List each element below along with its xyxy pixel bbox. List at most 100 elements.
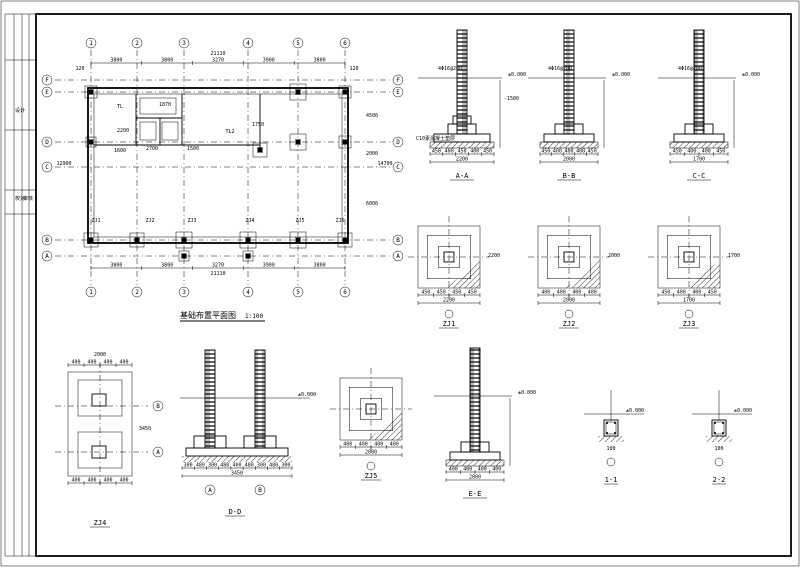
- plan-footing-pad: [289, 83, 307, 101]
- footing-step: [547, 235, 591, 279]
- plan-column: [342, 89, 348, 95]
- footing-side-dim: 2200: [488, 253, 500, 259]
- plan-axis-left-C-label: C: [45, 164, 49, 171]
- ft-ZJ2-dims-value: 400: [572, 290, 581, 296]
- plan-column-fill: [89, 90, 93, 94]
- section-elevation: ±0.000: [508, 72, 526, 78]
- zj4-lower-column: [91, 445, 107, 459]
- dd-dims-value: 400: [232, 463, 241, 469]
- beam-pad: [598, 436, 624, 442]
- zj4-top-dims-value: 400: [87, 360, 96, 366]
- section-column: [564, 30, 574, 134]
- ft-ZJ3-dims-value: 400: [677, 290, 686, 296]
- dd-dims-value: 480: [269, 463, 278, 469]
- section-footing-step: [673, 133, 725, 143]
- plan-member-label: 2700: [146, 146, 158, 152]
- plan-axis-right-E-label: E: [396, 89, 400, 96]
- plan-column: [257, 147, 263, 153]
- sec-CC-dims-value: 400: [687, 149, 696, 155]
- beam-rebar: [614, 422, 616, 424]
- plan-axis-top-6: [339, 37, 351, 49]
- dd-dims-value: 300: [184, 463, 193, 469]
- plan-bottom-bays-value: 3270: [212, 263, 224, 269]
- plan-top-bays-value: 3270: [212, 58, 224, 64]
- ft-ZJ2-dims-value: 400: [588, 290, 597, 296]
- plan-footing-pad: [129, 232, 145, 248]
- plan-column: [342, 139, 348, 145]
- plan-right-bay: 6000: [366, 201, 378, 207]
- footing-title: ZJ5: [365, 472, 378, 480]
- dd-axis-a: [204, 484, 216, 496]
- zj4-axis-a: [152, 446, 164, 458]
- plan-axis-right-F: [392, 74, 404, 86]
- sec-AA-dims-value: 450: [483, 149, 492, 155]
- zj4-axis-b: [152, 400, 164, 412]
- footing-rebar-quadrant: [445, 260, 480, 288]
- plan-axis-left-B-label: B: [45, 237, 49, 244]
- plan-bottom-bays-value: 3800: [314, 263, 326, 269]
- ft-ZJ5-dims-value: 400: [390, 442, 399, 448]
- plan-footing-pad: [338, 85, 352, 99]
- plan-axis-left-A-label: A: [45, 253, 49, 260]
- plan-axis-left-E: [41, 86, 53, 98]
- section-column: [457, 30, 467, 134]
- plan-column-fill: [343, 238, 347, 242]
- dd-title: D-D: [229, 508, 242, 516]
- footing-rebar-quadrant: [565, 260, 600, 288]
- zj4-top-dims-value: 400: [119, 360, 128, 366]
- section-footing-step: [543, 133, 595, 143]
- inner-frame: [35, 13, 792, 557]
- dd-pad: [182, 456, 292, 462]
- section-footing-step: [460, 441, 490, 453]
- dd-dims-value: 300: [281, 463, 290, 469]
- section-pad-outline: [429, 141, 495, 149]
- footing-side-dim: 2000: [608, 253, 620, 259]
- plan-axis-left-F: [41, 74, 53, 86]
- plan-axis-top-5-label: 5: [296, 40, 300, 47]
- ft-ZJ1-total-value: 2200: [443, 298, 455, 304]
- plan-axis-bottom-1: [85, 286, 97, 298]
- plan-column-fill: [296, 238, 300, 242]
- section-pad-outline: [539, 141, 599, 149]
- ft-ZJ2-dims-value: 400: [541, 290, 550, 296]
- section-pad-outline: [669, 141, 729, 149]
- plan-overall-bottom: 21110: [210, 271, 225, 277]
- plan-column-fill: [89, 238, 93, 242]
- plan-axis-bottom-2-label: 2: [135, 289, 139, 296]
- plan-axis-top-3-label: 3: [182, 40, 186, 47]
- plan-axis-right-C-label: C: [396, 164, 400, 171]
- section-pad: [670, 142, 728, 148]
- ft-ZJ2-total-value: 2000: [563, 298, 575, 304]
- section-pad: [430, 142, 494, 148]
- zj4-total: 2000: [94, 352, 106, 358]
- title-strip: 设计 校对 审核: [4, 13, 37, 557]
- footing-side-dim: 1700: [728, 253, 740, 259]
- plan-column: [245, 237, 251, 243]
- plan-column: [88, 139, 94, 145]
- plan-axis-bottom-5: [292, 286, 304, 298]
- titleblock-label-3: 审核: [23, 195, 33, 202]
- zj4-bottom-dims-value: 400: [71, 478, 80, 484]
- dd-dims-value: 300: [257, 463, 266, 469]
- plan-column-fill: [343, 140, 347, 144]
- sec-EE-dims-value: 400: [478, 467, 487, 473]
- dd-axis-b-label: B: [258, 487, 262, 494]
- section-column: [470, 348, 480, 452]
- plan-member-label: TL2: [225, 129, 234, 135]
- section-rebar-label: 4Φ16@200: [678, 66, 702, 72]
- section-rebar-label: 4Φ16@200: [438, 66, 462, 72]
- beam-rebar: [606, 432, 608, 434]
- plan-member-label: ZJ5: [295, 218, 304, 224]
- plan-column-fill: [135, 238, 139, 242]
- sec-EE-total-value: 2000: [469, 475, 481, 481]
- plan-footing-pad: [178, 250, 190, 262]
- plan-column: [88, 89, 94, 95]
- zj4-axis-a-label: A: [156, 449, 160, 456]
- plan-column-fill: [182, 238, 186, 242]
- beam-stirrup: [713, 421, 725, 435]
- plan-axis-right-C: [392, 161, 404, 173]
- plan-column: [181, 253, 187, 259]
- plan-footing-pad: [289, 133, 307, 151]
